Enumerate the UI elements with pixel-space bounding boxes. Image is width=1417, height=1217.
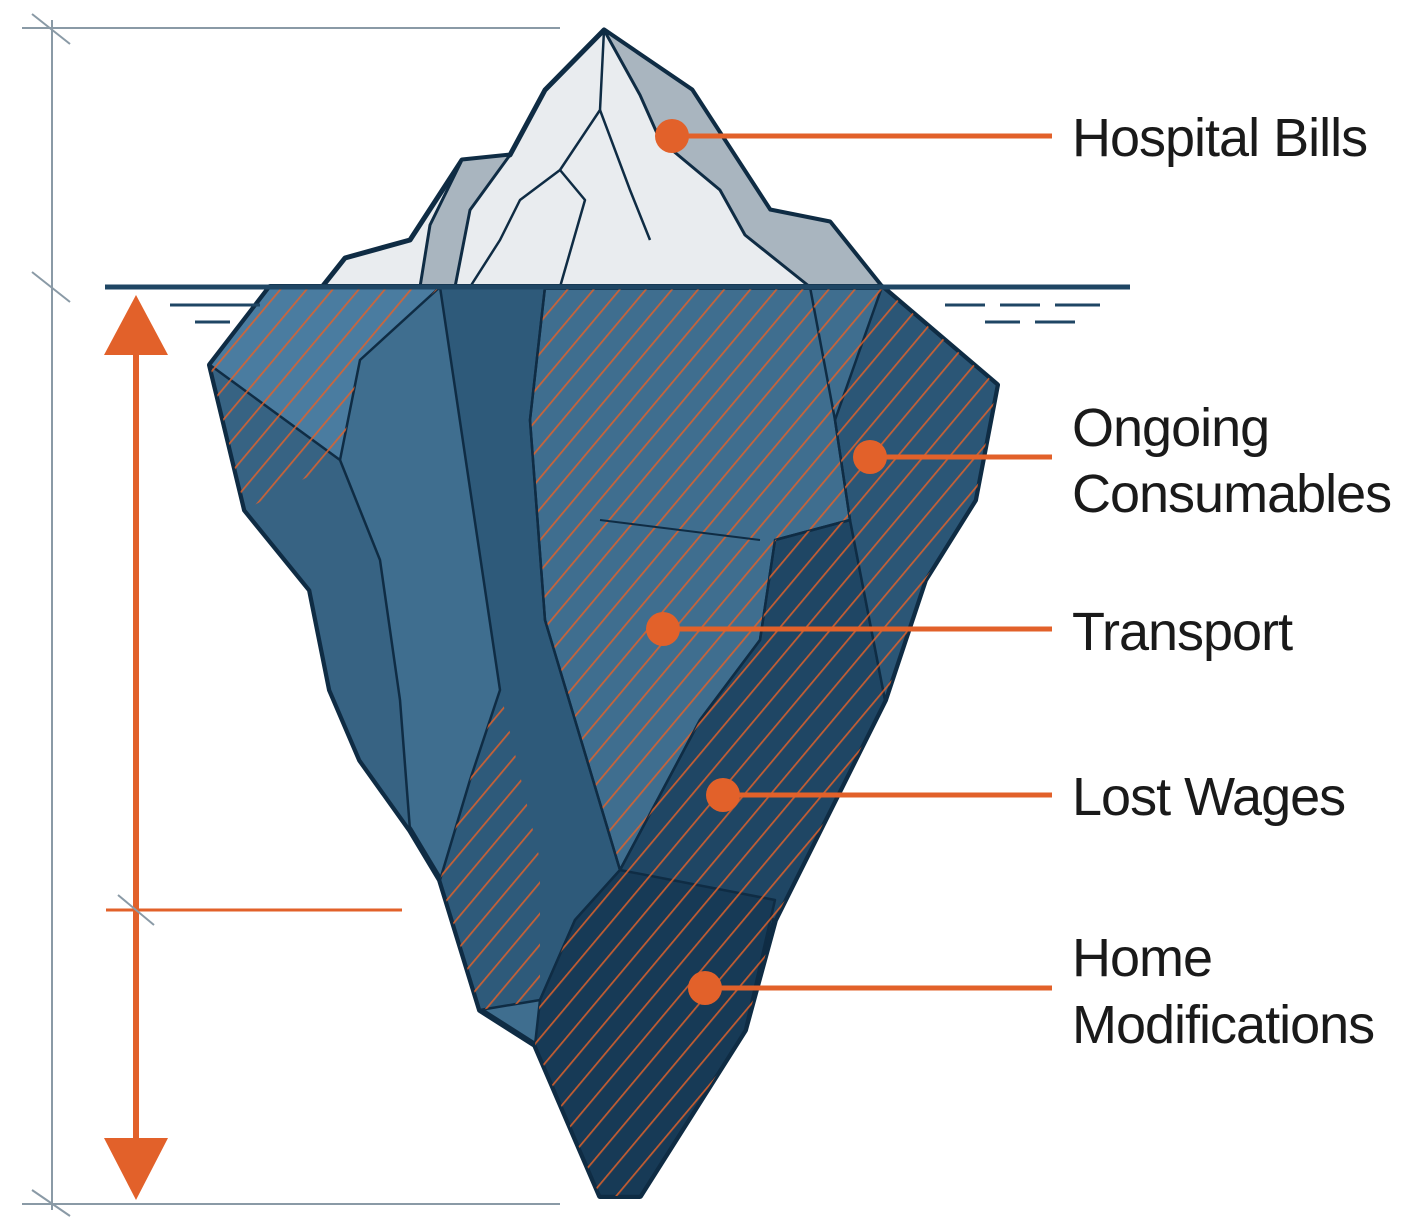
callout-ongoing-consumables [853,440,1052,474]
water-surface [105,284,1130,324]
callout-dot [688,971,722,1005]
callout-lost-wages [706,778,1052,812]
label-ongoing-line-1: Ongoing [1072,398,1269,458]
depth-arrow-head-down [104,1138,168,1200]
tip-crack-3 [558,169,587,288]
callout-home-modifications [688,971,1052,1005]
iceberg-underwater [207,284,1000,1199]
label-transport: Transport [1072,602,1293,662]
facet-crack [599,519,761,541]
bottom-tick-mark [31,1189,71,1217]
top-tick-mark [31,13,71,45]
hatched-area-lower-left [440,690,540,1010]
iceberg-tip [319,27,885,290]
label-home-line-1: Home [1072,928,1212,988]
callout-transport [646,612,1052,646]
depth-marker-tick [117,894,155,926]
callout-hospital-bills [655,119,1052,153]
label-hospital-bills: Hospital Bills [1072,108,1367,168]
callouts [646,119,1052,1005]
hatched-area-right [810,287,997,700]
labels: Hospital Bills Ongoing Consumables Trans… [1072,108,1392,1055]
label-home-line-2: Modifications [1072,995,1374,1055]
waterline-tick-mark [31,271,71,303]
depth-arrow-head-up [104,295,168,355]
dimension-guides [22,13,560,1217]
callout-dot [853,440,887,474]
label-ongoing-line-2: Consumables [1072,464,1391,524]
hatched-area-deep [535,520,885,1196]
tip-crack-2 [598,109,652,241]
tip-crack [468,29,606,288]
hatched-area-upper-left [210,287,440,510]
label-lost-wages: Lost Wages [1072,767,1345,827]
callout-dot [646,612,680,646]
callout-dot [706,778,740,812]
callout-dot [655,119,689,153]
depth-arrow [104,295,402,1200]
